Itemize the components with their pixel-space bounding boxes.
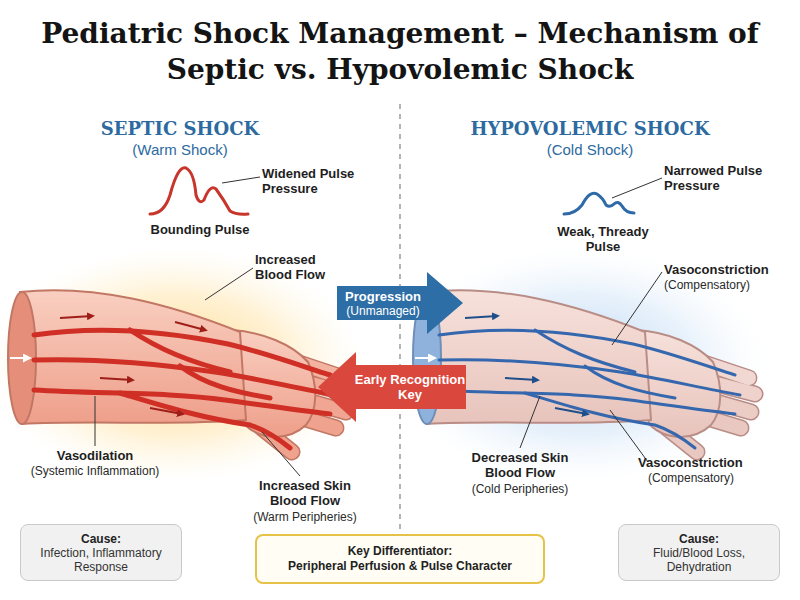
- bounding-pulse-wave: [150, 168, 248, 214]
- flow-arrow: [10, 357, 28, 359]
- node-body: Infection, Inflammatory Response: [25, 546, 177, 574]
- recognition-arrow: Early Recognition Key: [318, 352, 466, 422]
- node-body: Peripheral Perfusion & Pulse Character: [288, 559, 512, 574]
- callout-note: (Systemic Inflammation): [10, 464, 180, 479]
- callout-note: (Warm Peripheries): [230, 510, 380, 525]
- callout-label: Widened Pulse Pressure: [262, 166, 362, 196]
- vessel: [585, 366, 675, 398]
- node-heading: Cause:: [679, 532, 719, 546]
- leader-line: [262, 432, 300, 476]
- vessel: [525, 393, 695, 448]
- leader-line: [95, 396, 96, 446]
- vessel: [180, 366, 270, 398]
- node-heading: Early Recognition Key: [354, 372, 466, 402]
- node-heading: Key Differentiator:: [348, 544, 453, 559]
- leader-line: [610, 410, 648, 462]
- panel-subheading: (Cold Shock): [465, 141, 715, 159]
- callout-label: Bounding Pulse: [140, 222, 260, 237]
- vessel: [439, 360, 740, 395]
- node-text-area: Cause:Infection, Inflammatory Response: [25, 527, 177, 578]
- node-text-area: Progression(Unmanaged): [337, 286, 429, 320]
- node-text-area: Key Differentiator:Peripheral Perfusion …: [261, 538, 539, 580]
- callout-note: (Compensatory): [664, 278, 794, 293]
- leader-line: [205, 268, 253, 300]
- flow-arrow: [555, 408, 587, 414]
- callout-label: Narrowed Pulse Pressure: [664, 163, 774, 193]
- callout-label: Weak, Thready Pulse: [548, 224, 658, 254]
- callout-label: Vasodilation: [25, 448, 165, 463]
- node-body: (Unmanaged): [346, 304, 419, 318]
- callout-label: Vasoconstriction: [664, 262, 794, 277]
- warm-arm: [0, 247, 363, 483]
- thready-pulse-wave: [564, 193, 634, 214]
- flow-arrow: [415, 357, 433, 359]
- constricted-vessels: [439, 330, 740, 448]
- node-text-area: Early Recognition Key: [354, 365, 466, 409]
- forearm: [20, 290, 246, 424]
- dilated-vessels: [34, 330, 335, 448]
- flow-arrow: [60, 316, 92, 318]
- panel-subheading: (Warm Shock): [80, 141, 280, 159]
- flow-arrow: [505, 378, 537, 380]
- progression-arrow: Progression(Unmanaged): [337, 272, 463, 334]
- leader-line: [520, 396, 540, 448]
- callout-note: (Compensatory): [648, 471, 778, 486]
- leader-line: [612, 178, 662, 198]
- arrow-body: [337, 272, 463, 334]
- cause-box: Cause:Fluid/Blood Loss, Dehydration: [618, 524, 780, 581]
- diagram-title: Pediatric Shock Management – Mechanism o…: [40, 16, 760, 88]
- leader-line: [612, 272, 662, 345]
- flow-arrow: [175, 322, 205, 330]
- node-text-area: Cause:Fluid/Blood Loss, Dehydration: [623, 527, 775, 578]
- callout-label: Increased Skin Blood Flow: [240, 478, 370, 508]
- callout-note: (Cold Peripheries): [445, 482, 595, 497]
- node-body: Fluid/Blood Loss, Dehydration: [623, 546, 775, 574]
- arrow-body: [318, 352, 466, 422]
- panel-heading: HYPOVOLEMIC SHOCK: [465, 118, 715, 140]
- warm-glow: [0, 247, 363, 483]
- cause-box: Cause:Infection, Inflammatory Response: [20, 524, 182, 581]
- leader-line: [222, 177, 260, 183]
- callout-label: Increased Blood Flow: [255, 252, 345, 282]
- vessel: [120, 393, 290, 448]
- callout-label: Decreased Skin Blood Flow: [455, 450, 585, 480]
- arm-cross-section: [8, 292, 36, 424]
- key-differentiator-box: Key Differentiator:Peripheral Perfusion …: [255, 534, 545, 584]
- panel-heading: SEPTIC SHOCK: [80, 118, 280, 140]
- node-heading: Cause:: [81, 532, 121, 546]
- callout-label: Vasoconstriction: [638, 455, 778, 470]
- flow-arrows: [10, 316, 205, 414]
- flow-arrow: [100, 378, 132, 380]
- flow-arrow: [465, 316, 497, 318]
- leader-lines: [95, 177, 662, 476]
- flow-arrow: [150, 408, 182, 414]
- node-heading: Progression: [345, 289, 421, 304]
